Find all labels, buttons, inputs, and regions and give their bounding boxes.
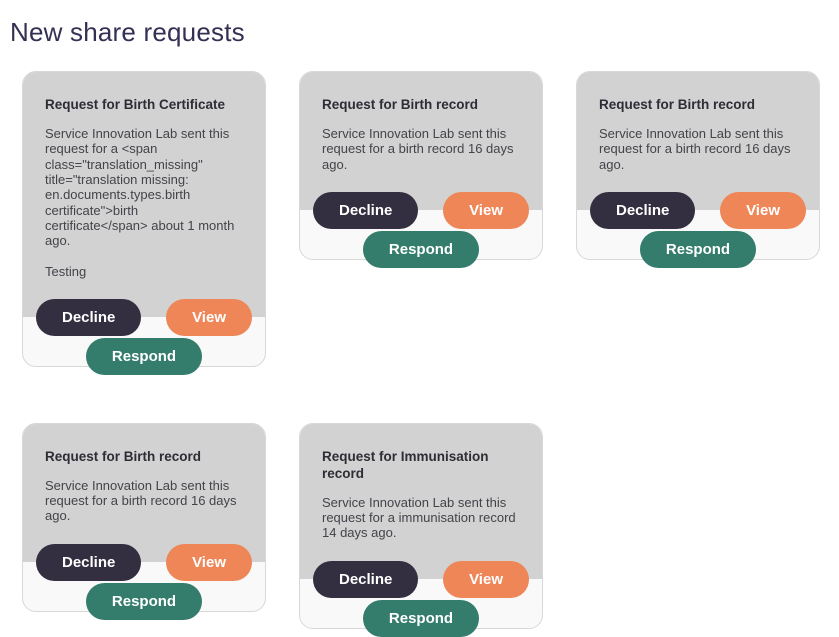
share-request-card: Request for Immunisation record Service … (299, 422, 543, 637)
decline-button[interactable]: Decline (590, 191, 696, 229)
request-description: Service Innovation Lab sent this request… (599, 125, 791, 172)
respond-button[interactable]: Respond (639, 230, 757, 268)
share-request-card: Request for Birth record Service Innovat… (22, 422, 266, 620)
request-title: Request for Immunisation record (322, 448, 489, 481)
respond-button[interactable]: Respond (85, 582, 203, 620)
card-actions: Decline View (313, 560, 529, 598)
card-header-section: Request for Birth record Service Innovat… (300, 72, 542, 210)
share-request-cards: Request for Birth Certificate Service In… (22, 71, 831, 637)
respond-button[interactable]: Respond (85, 337, 203, 375)
view-button[interactable]: View (443, 191, 529, 229)
card-respond-row: Respond (300, 599, 542, 637)
share-request-card: Request for Birth record Service Innovat… (576, 71, 820, 268)
card-respond-row: Respond (300, 230, 542, 268)
request-description: Service Innovation Lab sent this request… (45, 477, 237, 524)
request-title: Request for Birth record (45, 448, 202, 464)
card-header-section: Request for Birth record Service Innovat… (577, 72, 819, 210)
decline-button[interactable]: Decline (36, 298, 142, 336)
card-actions: Decline View (36, 543, 252, 581)
page-title: New share requests (10, 17, 245, 47)
view-button[interactable]: View (443, 560, 529, 598)
request-description: Service Innovation Lab sent this request… (322, 494, 516, 541)
decline-button[interactable]: Decline (36, 543, 142, 581)
card-header-section: Request for Birth Certificate Service In… (23, 72, 265, 317)
view-button[interactable]: View (720, 191, 806, 229)
view-button[interactable]: View (166, 543, 252, 581)
request-description: Service Innovation Lab sent this request… (45, 125, 235, 249)
respond-button[interactable]: Respond (362, 230, 480, 268)
view-button[interactable]: View (166, 298, 252, 336)
share-request-card: Request for Birth record Service Innovat… (299, 71, 543, 268)
card-respond-row: Respond (23, 582, 265, 620)
card-actions: Decline View (36, 298, 252, 336)
request-title: Request for Birth record (599, 97, 756, 112)
card-respond-row: Respond (577, 230, 819, 268)
card-header-section: Request for Birth record Service Innovat… (23, 423, 265, 562)
card-header-section: Request for Immunisation record Service … (300, 423, 542, 579)
card-actions: Decline View (590, 191, 806, 229)
share-request-card: Request for Birth Certificate Service In… (22, 71, 266, 375)
decline-button[interactable]: Decline (313, 560, 419, 598)
request-note: Testing (45, 263, 87, 279)
respond-button[interactable]: Respond (362, 599, 480, 637)
request-title: Request for Birth Certificate (45, 97, 226, 112)
request-description: Service Innovation Lab sent this request… (322, 125, 514, 172)
request-title: Request for Birth record (322, 97, 479, 112)
card-respond-row: Respond (23, 337, 265, 375)
card-actions: Decline View (313, 191, 529, 229)
decline-button[interactable]: Decline (313, 191, 419, 229)
